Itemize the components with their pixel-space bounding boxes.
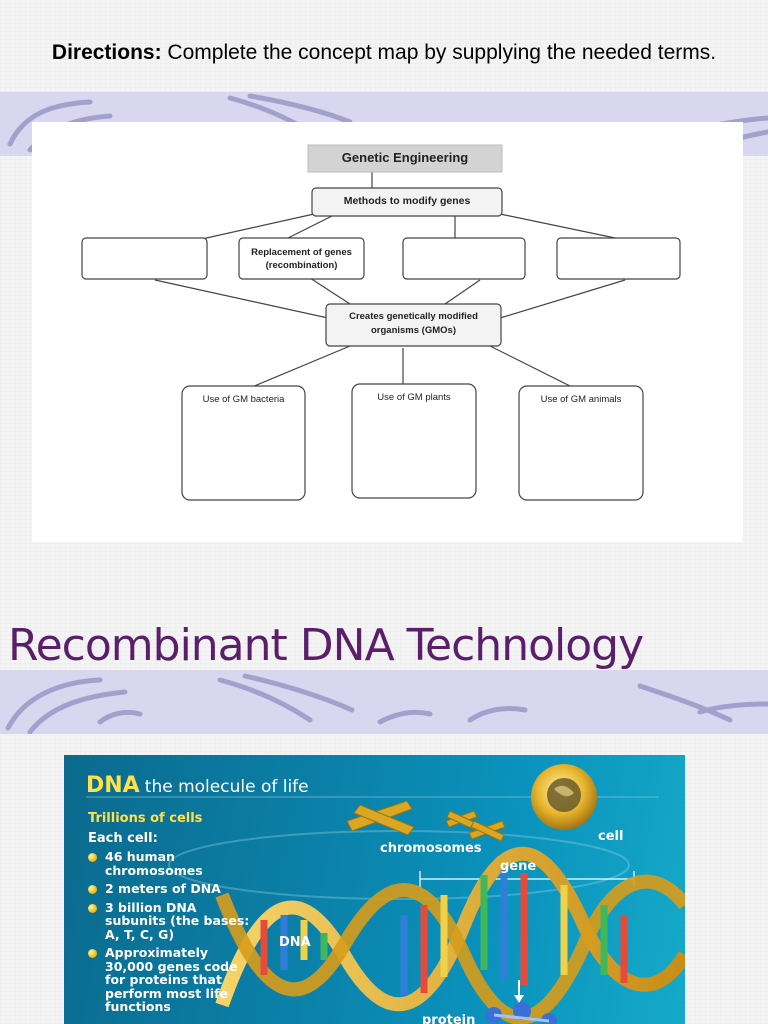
blank-method-box-2 (402, 237, 526, 280)
root-node-box (307, 144, 503, 173)
creates-gmo-line1: Creates genetically modified (349, 311, 478, 322)
poster-fact: Approximately 30,000 genes code for prot… (88, 946, 258, 1014)
bacteria-use-label: Use of GM bacteria (202, 394, 285, 405)
replacement-node-label: Replacement of genes (recombination) (239, 246, 364, 272)
poster-title: DNA the molecule of life (86, 773, 309, 798)
blank-method-box-3 (556, 237, 681, 280)
poster-subtitle: Trillions of cells (88, 811, 203, 826)
dna-helix (215, 846, 685, 1024)
bullet-icon (88, 853, 97, 862)
blank-method-box-1 (81, 237, 208, 280)
methods-node-label: Methods to modify genes (343, 195, 471, 207)
chromosome-illustration (346, 800, 506, 842)
animals-use-box (518, 385, 644, 501)
dna-poster: DNA the molecule of life Trillions of ce… (64, 755, 685, 1024)
dna-label: DNA (279, 935, 311, 950)
directions-body: Complete the concept map by supplying th… (161, 41, 717, 64)
chromosomes-label: chromosomes (380, 841, 482, 856)
poster-each-cell: Each cell: (88, 831, 158, 846)
protein-label: protein (422, 1013, 476, 1024)
dna-poster-illustration (86, 764, 685, 1024)
poster-title-dna: DNA (86, 773, 140, 798)
plants-use-label: Use of GM plants (377, 392, 451, 403)
directions-text: Directions: Complete the concept map by … (0, 38, 768, 68)
plants-use-box (351, 383, 477, 499)
bullet-icon (88, 903, 97, 913)
poster-fact-list: 46 human chromosomes 2 meters of DNA 3 b… (88, 850, 258, 1019)
directions-label: Directions: (51, 41, 162, 64)
cell-illustration (531, 764, 597, 830)
creates-gmo-node-box (325, 303, 502, 347)
replacement-node-box (238, 237, 365, 280)
bullet-icon (88, 949, 97, 958)
replacement-node-line2: (recombination) (265, 260, 338, 271)
root-node-label: Genetic Engineering (341, 150, 469, 165)
protein-illustration (486, 980, 557, 1024)
swirl-decoration-middle (5, 673, 768, 734)
animals-use-label: Use of GM animals (540, 394, 622, 405)
gene-label: gene (500, 859, 537, 874)
methods-node-box (311, 187, 503, 217)
replacement-node-line1: Replacement of genes (251, 247, 352, 258)
poster-fact: 46 human chromosomes (88, 850, 258, 877)
creates-gmo-node-label: Creates genetically modified organisms (… (326, 310, 501, 338)
poster-title-rest: the molecule of life (144, 777, 309, 797)
creates-gmo-line2: organisms (GMOs) (371, 325, 456, 336)
concept-map: Genetic Engineering Methods to modify ge… (32, 122, 743, 542)
poster-fact: 2 meters of DNA (88, 882, 258, 896)
cell-label: cell (598, 829, 624, 844)
decorative-band-middle (0, 670, 768, 734)
concept-map-connectors (81, 144, 681, 501)
slide-title: Recombinant DNA Technology (8, 620, 644, 671)
bullet-icon (88, 885, 97, 894)
bacteria-use-box (181, 385, 306, 501)
poster-fact: 3 billion DNA subunits (the bases: A, T,… (88, 900, 258, 942)
